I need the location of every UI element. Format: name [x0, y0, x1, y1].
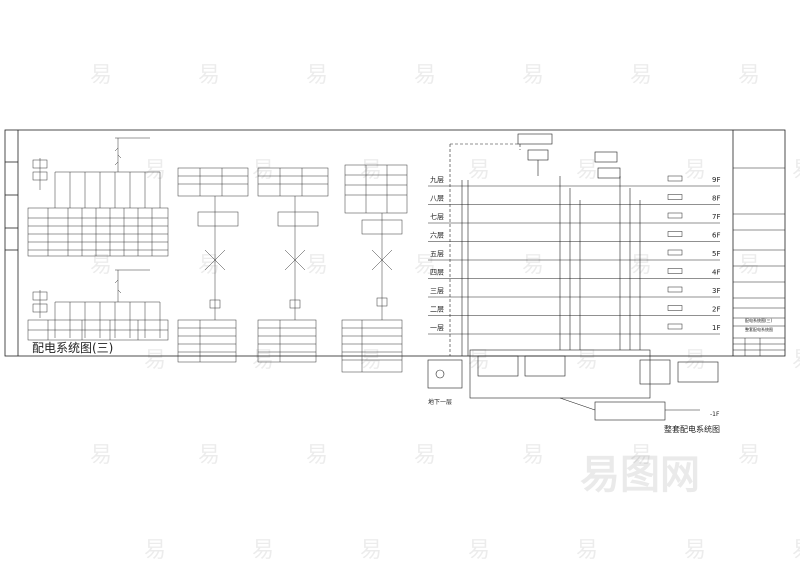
floor-label: 9F [712, 176, 720, 184]
watermark-glyph: 易 [630, 253, 652, 278]
panel-schedule-upper [27, 137, 169, 257]
panel-schedule-lower [27, 269, 169, 341]
watermark-glyph: 易 [144, 348, 166, 373]
watermark-glyph: 易 [630, 63, 652, 88]
watermark-glyph: 易 [306, 63, 328, 88]
watermark-glyph: 易 [198, 63, 220, 88]
watermark-layer: 易易易易易易易易易易易易易易易易易易易易易易易易易易易易易易易易易易易易易易易易… [90, 63, 800, 563]
floor-label-cn: 七层 [430, 212, 444, 221]
watermark-glyph: 易 [252, 348, 274, 373]
watermark-glyph: 易 [90, 63, 112, 88]
floor-label-cn: 三层 [430, 287, 444, 295]
watermark-glyph: 易 [792, 348, 800, 373]
building-riser [427, 133, 720, 421]
floor-breaker [667, 175, 683, 182]
watermark-glyph: 易 [522, 63, 544, 88]
watermark-glyph: 易 [90, 253, 112, 278]
watermark-glyph: 易 [792, 538, 800, 563]
watermark-glyph: 易 [468, 538, 490, 563]
title-block [733, 167, 785, 356]
floor-label: 3F [712, 287, 720, 295]
floor-label-cn: 五层 [430, 250, 444, 258]
watermark-glyph: 易 [144, 538, 166, 563]
watermark-brand: 易图网 [580, 452, 700, 498]
watermark-glyph: 易 [468, 158, 490, 183]
watermark-glyph: 易 [738, 63, 760, 88]
watermark-glyph: 易 [738, 253, 760, 278]
floor-label: 6F [712, 232, 720, 240]
riser-diagram-1 [177, 167, 249, 363]
watermark-glyph: 易 [522, 253, 544, 278]
right-diagram-title: 整套配电系统图 [664, 424, 720, 434]
floor-label-cn: 八层 [430, 195, 444, 203]
floor-label-cn: 一层 [430, 324, 444, 332]
watermark-glyph: 易 [576, 348, 598, 373]
watermark-glyph: 易 [414, 443, 436, 468]
floor-label: 5F [712, 250, 720, 258]
title-block-name-1: 配电系统图(三) [745, 317, 773, 323]
watermark-glyph: 易 [522, 443, 544, 468]
drawing-frame [4, 129, 786, 357]
floor-breaker [667, 305, 683, 311]
floor-breaker [667, 268, 683, 274]
basement-label: 地下一层 [428, 398, 452, 406]
title-block-name-2: 整套配电系统图 [745, 326, 773, 332]
floor-breaker [667, 249, 683, 256]
floor-label-cn: 六层 [430, 231, 444, 240]
watermark-glyph: 易 [198, 253, 220, 278]
watermark-glyph: 易 [414, 253, 436, 278]
watermark-glyph: 易 [306, 443, 328, 468]
watermark-glyph: 易 [306, 253, 328, 278]
floor-label: 1F [712, 324, 720, 332]
watermark-glyph: 易 [684, 158, 706, 183]
floor-label: 7F [712, 213, 720, 221]
watermark-glyph: 易 [684, 538, 706, 563]
floor-breaker [667, 286, 683, 293]
watermark-glyph: 易 [90, 443, 112, 468]
floor-label: 2F [712, 306, 720, 314]
watermark-glyph: 易 [630, 443, 652, 468]
watermark-glyph: 易 [684, 348, 706, 373]
watermark-glyph: 易 [792, 158, 800, 183]
basement-floor-label: -1F [710, 411, 720, 418]
watermark-glyph: 易 [468, 348, 490, 373]
watermark-glyph: 易 [360, 348, 382, 373]
watermark-glyph: 易 [414, 63, 436, 88]
left-diagram-title: 配电系统图(三) [32, 341, 113, 355]
watermark-glyph: 易 [252, 158, 274, 183]
floor-breaker [667, 194, 683, 200]
floor-label-cn: 九层 [430, 175, 444, 184]
watermark-glyph: 易 [576, 158, 598, 183]
riser-diagram-3 [341, 164, 408, 373]
watermark-glyph: 易 [738, 443, 760, 468]
floor-breaker [667, 231, 683, 237]
watermark-glyph: 易 [360, 538, 382, 563]
riser-floor-labels-right: 9F 8F 7F 6F 5F 4F 3F 2F 1F [712, 176, 720, 332]
floor-label-cn: 四层 [430, 269, 444, 277]
floor-label: 4F [712, 269, 720, 277]
watermark-glyph: 易 [360, 158, 382, 183]
floor-breaker [667, 323, 683, 330]
watermark-glyph: 易 [198, 443, 220, 468]
watermark-glyph: 易 [576, 538, 598, 563]
floor-label-cn: 二层 [430, 306, 444, 314]
floor-breaker [667, 212, 683, 219]
watermark-glyph: 易 [252, 538, 274, 563]
watermark-glyph: 易 [144, 158, 166, 183]
floor-label: 8F [712, 195, 720, 203]
riser-diagram-2 [257, 167, 329, 363]
